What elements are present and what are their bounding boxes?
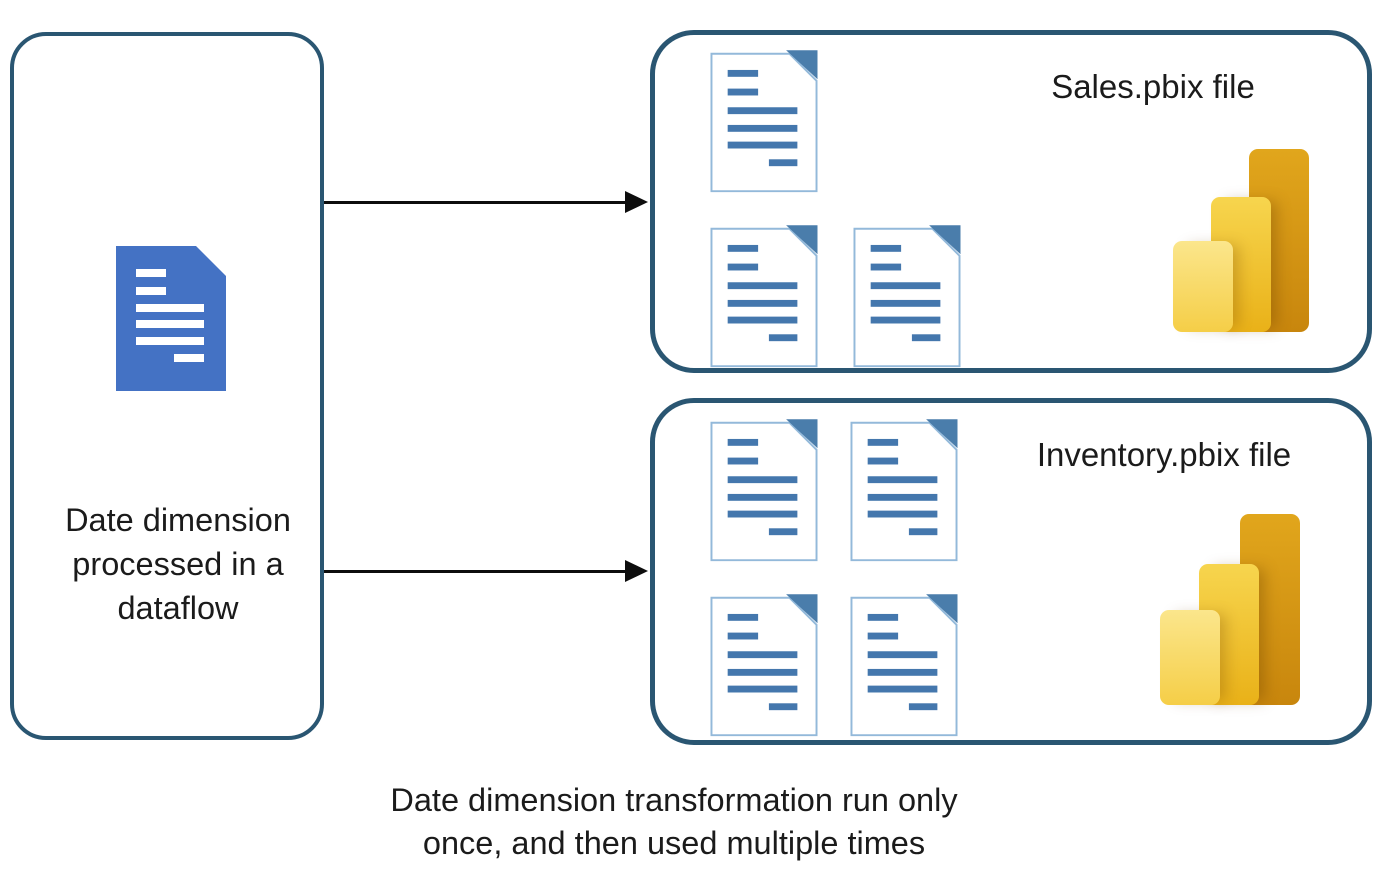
caption-line: Date dimension transformation run only: [390, 782, 958, 818]
power-bi-bar-short: [1160, 609, 1220, 705]
document-icon: [710, 417, 818, 563]
document-icon: [710, 48, 818, 194]
dataflow-label-line: processed in a: [72, 546, 284, 582]
flow-arrow-inventory: [324, 560, 648, 582]
sales-box-title: Sales.pbix file: [1051, 68, 1255, 105]
flow-arrow-sales: [324, 191, 648, 213]
document-icon: [710, 592, 818, 738]
power-bi-bar-short: [1173, 240, 1233, 332]
arrow-head-icon: [625, 560, 648, 582]
dataflow-box: Date dimension processed in a dataflow: [10, 32, 324, 740]
arrow-line: [324, 200, 630, 204]
dataflow-label-line: Date dimension: [65, 502, 291, 538]
arrow-line: [324, 569, 630, 573]
dataflow-document-icon: [116, 246, 226, 391]
inventory-box: Inventory.pbix file: [650, 398, 1372, 745]
dataflow-label-line: dataflow: [117, 590, 239, 626]
inventory-box-title: Inventory.pbix file: [1036, 436, 1292, 473]
dataflow-label: Date dimension processed in a dataflow: [38, 498, 318, 630]
caption-line: once, and then used multiple times: [422, 825, 926, 861]
caption: Date dimension transformation run only o…: [274, 779, 1074, 865]
document-icon: [850, 592, 958, 738]
document-icon: [710, 223, 818, 369]
power-bi-icon: [1173, 149, 1309, 332]
document-icon: [853, 223, 961, 369]
sales-box: Sales.pbix file: [650, 30, 1372, 373]
arrow-head-icon: [625, 191, 648, 213]
power-bi-icon: [1160, 514, 1300, 705]
document-icon: [850, 417, 958, 563]
